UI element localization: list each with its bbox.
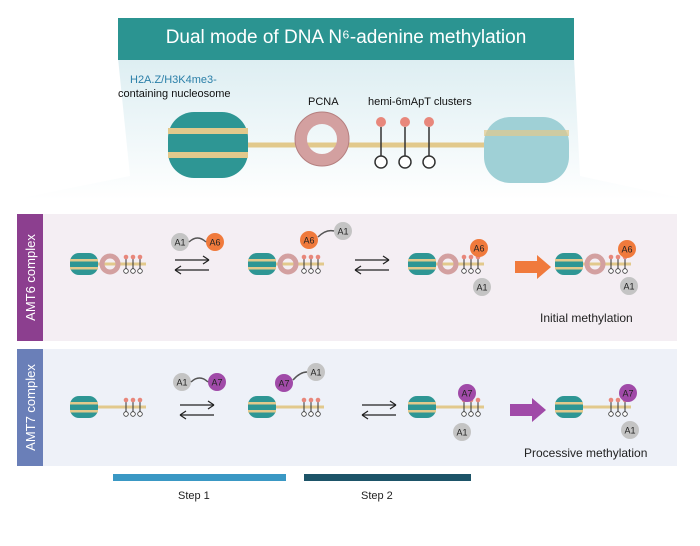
svg-text:A7: A7 [278, 379, 289, 389]
svg-text:A7: A7 [211, 378, 222, 388]
amt7-state-3 [408, 396, 484, 418]
amt7-free-a1: A1 [173, 373, 191, 391]
amt6-state-2 [248, 253, 324, 275]
overview-background [12, 58, 690, 200]
svg-text:A7: A7 [461, 389, 472, 399]
step2-label: Step 2 [361, 490, 393, 502]
amt7-final-a1: A1 [621, 421, 639, 439]
amt6-state-1 [70, 253, 146, 275]
amt6-bound-a6: A6 [300, 231, 318, 249]
overview-pcna-ring [294, 111, 350, 167]
step1-bar [113, 474, 286, 481]
amt6-engaged-a1: A1 [473, 278, 491, 296]
amt7-engaged-a1: A1 [453, 423, 471, 441]
amt7-side-label: AMT7 complex [22, 364, 38, 451]
amt7-state-1 [70, 396, 146, 418]
amt6-engaged-a6: A6 [470, 239, 488, 257]
amt6-free-a1: A1 [171, 233, 189, 251]
amt7-final-a7: A7 [619, 384, 637, 402]
svg-text:A1: A1 [476, 283, 487, 293]
svg-text:A6: A6 [621, 245, 632, 255]
amt6-final-a1: A1 [620, 277, 638, 295]
processive-methylation-label: Processive methylation [524, 446, 648, 460]
amt7-forward-arrow [510, 398, 546, 422]
svg-text:A1: A1 [337, 227, 348, 237]
overview-methyl-markers [374, 117, 436, 169]
pcna-label: PCNA [308, 96, 339, 108]
svg-text:A6: A6 [209, 238, 220, 248]
clusters-label: hemi-6mApT clusters [368, 96, 472, 108]
svg-text:A1: A1 [176, 378, 187, 388]
svg-text:A7: A7 [622, 389, 633, 399]
amt7-free-a7: A7 [208, 373, 226, 391]
amt6-forward-arrow [515, 255, 551, 279]
amt7-side-tab [17, 349, 43, 466]
amt6-bound-a1: A1 [334, 222, 352, 240]
step2-bar [304, 474, 471, 481]
overview-nucleosome-left [168, 112, 248, 178]
amt6-final-a6: A6 [618, 240, 636, 258]
initial-methylation-label: Initial methylation [540, 311, 633, 325]
svg-text:A1: A1 [623, 282, 634, 292]
amt7-state-4 [555, 396, 631, 418]
svg-text:A6: A6 [473, 244, 484, 254]
svg-text:A1: A1 [310, 368, 321, 378]
amt7-equilibrium-1 [179, 400, 215, 420]
svg-text:A1: A1 [624, 426, 635, 436]
amt7-state-2 [248, 396, 324, 418]
nucleosome-label-line1: H2A.Z/H3K4me3- [130, 74, 217, 86]
amt6-equilibrium-1 [174, 255, 210, 275]
amt6-equilibrium-2 [354, 255, 390, 275]
svg-text:A6: A6 [303, 236, 314, 246]
svg-text:A1: A1 [456, 428, 467, 438]
amt6-free-a6: A6 [206, 233, 224, 251]
amt7-engaged-a7: A7 [458, 384, 476, 402]
amt7-bound-a7: A7 [275, 374, 293, 392]
amt6-side-label: AMT6 complex [22, 234, 38, 321]
overview-nucleosome-right [484, 117, 569, 183]
amt6-state-3 [408, 253, 484, 275]
amt6-state-4 [555, 253, 631, 275]
amt7-bound-a1: A1 [307, 363, 325, 381]
amt7-equilibrium-2 [361, 400, 397, 420]
nucleosome-label-line2: containing nucleosome [118, 88, 231, 100]
svg-text:A1: A1 [174, 238, 185, 248]
step1-label: Step 1 [178, 490, 210, 502]
amt6-side-tab [17, 214, 43, 341]
figure-title: Dual mode of DNA N⁶-adenine methylation [118, 18, 574, 60]
